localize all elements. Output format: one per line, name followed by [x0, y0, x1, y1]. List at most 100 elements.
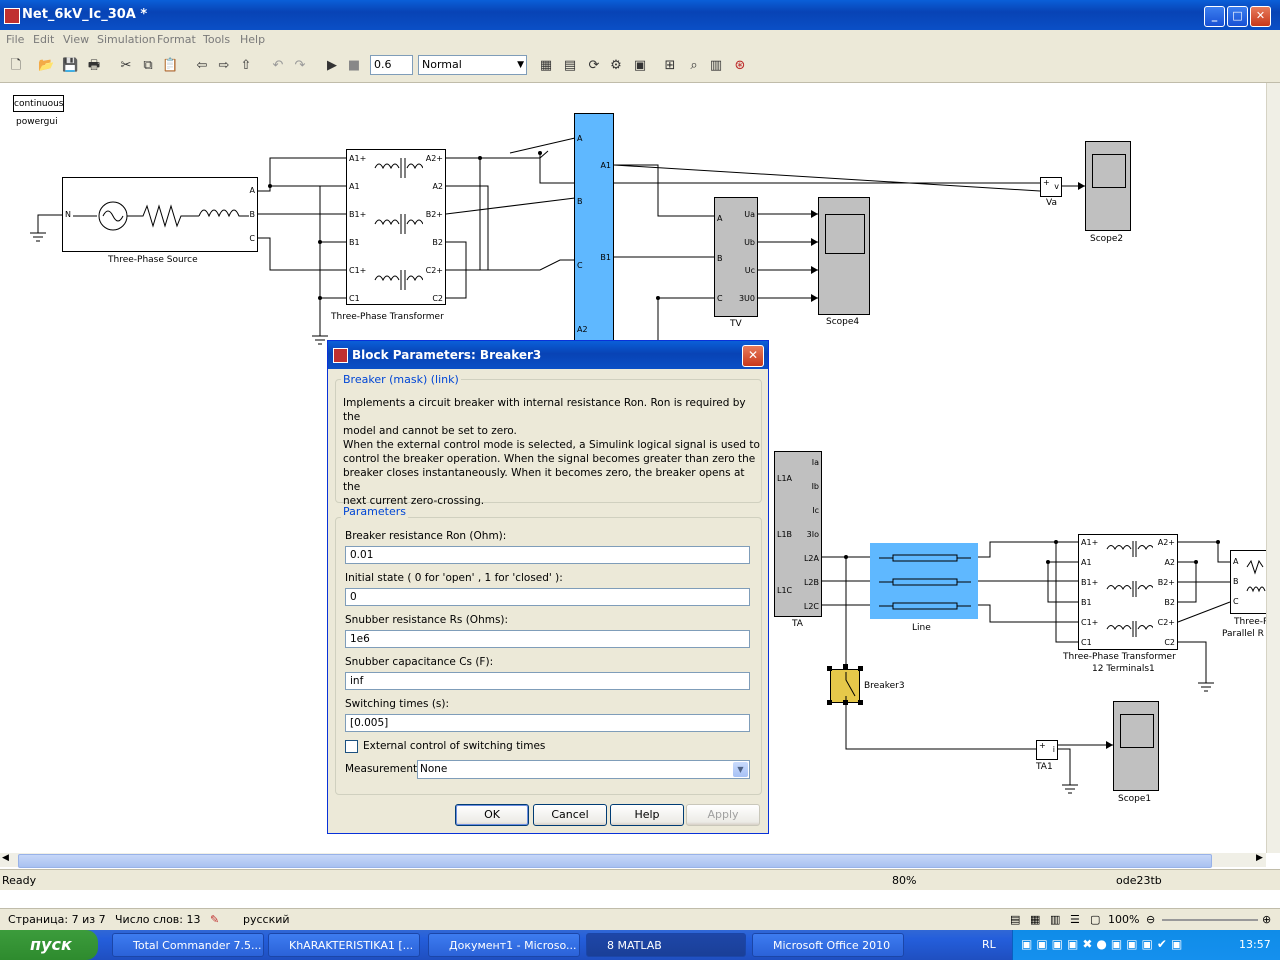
stop-simulation-icon[interactable]: ■	[347, 58, 361, 73]
print-icon[interactable]: 🖶	[87, 58, 101, 73]
external-control-label[interactable]: External control of switching times	[363, 740, 546, 752]
model-explorer-icon[interactable]: ⚙	[610, 58, 622, 73]
outline-icon[interactable]: ☰	[1070, 913, 1080, 926]
ta1-current-measurement-block[interactable]: + i	[1036, 740, 1058, 760]
breaker-resistance-input[interactable]: 0.01	[345, 546, 750, 564]
print-layout-icon[interactable]: ▤	[1010, 913, 1021, 926]
scope1-block[interactable]	[1113, 701, 1159, 791]
tv-block[interactable]: A B C Ua Ub Uc 3U0	[714, 197, 758, 317]
breaker3-block[interactable]	[830, 669, 860, 703]
external-control-checkbox[interactable]	[345, 740, 358, 753]
simulation-mode-select[interactable]: Normal ▼	[418, 55, 527, 75]
web-layout-icon[interactable]: ▥	[1050, 913, 1061, 926]
taskbar-total-commander[interactable]: Total Commander 7.5...	[112, 933, 264, 957]
scope2-block[interactable]	[1085, 141, 1131, 231]
dialog-close-button[interactable]: ✕	[742, 345, 764, 367]
draft-icon[interactable]: ▢	[1090, 913, 1101, 926]
scope1-label: Scope1	[1118, 794, 1152, 804]
browser-icon[interactable]: ⊞	[664, 58, 676, 73]
full-screen-icon[interactable]: ▦	[1030, 913, 1041, 926]
build-icon[interactable]: ▦	[539, 58, 553, 73]
word-language[interactable]: русский	[243, 913, 290, 926]
paste-icon[interactable]: 📋	[162, 58, 179, 73]
chevron-down-icon[interactable]: ▼	[733, 762, 748, 777]
spellcheck-icon[interactable]: ✎	[210, 913, 220, 926]
stop-time-input[interactable]: 0.6	[370, 55, 413, 75]
powergui-block[interactable]: continuous	[13, 95, 64, 112]
cut-icon[interactable]: ✂	[120, 58, 132, 73]
new-icon[interactable]: 🗋	[10, 58, 22, 73]
dialog-app-icon	[333, 348, 348, 363]
three-phase-source-block[interactable]: N A B C	[62, 177, 258, 252]
snubber-resistance-input[interactable]: 1e6	[345, 630, 750, 648]
debugger-icon[interactable]: ▣	[633, 58, 647, 73]
undo-icon[interactable]: ↶	[272, 58, 284, 73]
horizontal-scrollbar[interactable]: ◀ ▶	[0, 853, 1266, 868]
dialog-title-bar: Block Parameters: Breaker3 ✕	[328, 341, 768, 369]
open-icon[interactable]: 📂	[38, 58, 55, 73]
menu-help[interactable]: Help	[240, 33, 266, 46]
menu-tools[interactable]: Tools	[203, 33, 231, 46]
scope4-block[interactable]	[818, 197, 870, 315]
three-phase-transformer-12-terminals-block[interactable]: A1+ A1 B1+ B1 C1+ C1 A2+ A2 B2+ B2 C2+ C…	[1078, 534, 1178, 650]
taskbar-matlab[interactable]: 8 MATLAB	[586, 933, 746, 957]
save-icon[interactable]: 💾	[62, 58, 79, 73]
apply-button[interactable]: Apply	[686, 804, 760, 826]
forward-icon[interactable]: ⇨	[218, 58, 230, 73]
selection-handle[interactable]	[827, 666, 832, 671]
copy-icon[interactable]: ⧉	[143, 58, 153, 73]
port-label: B2+	[1157, 578, 1175, 587]
start-simulation-icon[interactable]: ▶	[327, 58, 337, 73]
scroll-left-icon[interactable]: ◀	[2, 853, 9, 863]
close-button[interactable]: ✕	[1250, 6, 1271, 27]
back-icon[interactable]: ⇦	[196, 58, 208, 73]
switching-times-input[interactable]: [0.005]	[345, 714, 750, 732]
zoom-slider[interactable]	[1162, 919, 1258, 921]
three-phase-transformer-block[interactable]: A1+ A1 B1+ B1 C1+ C1 A2+ A2 B2+ B2 C2+ C…	[346, 149, 446, 305]
line-block[interactable]	[870, 543, 978, 619]
report-icon[interactable]: ▥	[709, 58, 723, 73]
zoom-in-icon[interactable]: ⊕	[1262, 913, 1272, 926]
selection-handle[interactable]	[858, 666, 863, 671]
ta-block[interactable]: L1A L1B L1C Ia Ib Ic 3Io L2A L2B L2C	[774, 451, 822, 617]
help-button[interactable]: Help	[610, 804, 684, 826]
menu-format[interactable]: Format	[157, 33, 196, 46]
description-line: When the external control mode is select…	[343, 439, 760, 451]
scroll-thumb[interactable]	[18, 854, 1212, 868]
language-indicator[interactable]: RL	[982, 938, 996, 951]
task-label: Документ1 - Microso...	[449, 939, 577, 952]
zoom-out-icon[interactable]: ⊖	[1146, 913, 1156, 926]
vertical-scrollbar[interactable]	[1266, 83, 1280, 853]
maximize-button[interactable]: □	[1227, 6, 1248, 27]
update-icon[interactable]: ⟳	[588, 58, 600, 73]
selection-handle[interactable]	[858, 700, 863, 705]
menu-simulation[interactable]: Simulation	[97, 33, 156, 46]
initial-state-input[interactable]: 0	[345, 588, 750, 606]
ok-button[interactable]: OK	[455, 804, 529, 826]
three-phase-parallel-rlc-load-block[interactable]: A B C	[1230, 550, 1270, 614]
start-button[interactable]: пуск	[0, 930, 98, 960]
library-icon[interactable]: ▤	[563, 58, 577, 73]
menu-file[interactable]: File	[6, 33, 25, 46]
va-voltage-measurement-block[interactable]: + v	[1040, 177, 1062, 197]
cancel-button[interactable]: Cancel	[533, 804, 607, 826]
zoom-icon[interactable]: ⌕	[690, 58, 698, 73]
taskbar-word-kharakteristika[interactable]: KhARAKTERISTIKA1 [...	[268, 933, 420, 957]
bus-block[interactable]: A B C A2 A1 B1	[574, 113, 614, 343]
menu-view[interactable]: View	[63, 33, 90, 46]
help-target-icon[interactable]: ⊛	[734, 58, 746, 73]
selection-handle[interactable]	[827, 700, 832, 705]
taskbar-office-2010[interactable]: Microsoft Office 2010	[752, 933, 904, 957]
taskbar-word-document1[interactable]: Документ1 - Microso...	[428, 933, 580, 957]
measurements-select[interactable]: None ▼	[417, 760, 750, 779]
menu-edit[interactable]: Edit	[33, 33, 55, 46]
redo-icon[interactable]: ↷	[294, 58, 306, 73]
up-icon[interactable]: ⇧	[240, 58, 252, 73]
minimize-button[interactable]: _	[1204, 6, 1225, 27]
selection-handle[interactable]	[843, 700, 848, 705]
snubber-capacitance-input[interactable]: inf	[345, 672, 750, 690]
selection-handle[interactable]	[843, 664, 848, 669]
port-label: A2	[432, 182, 443, 191]
tray-icons[interactable]: ▣▣▣▣✖●▣▣▣✔▣	[1021, 937, 1187, 951]
scroll-right-icon[interactable]: ▶	[1256, 853, 1263, 863]
